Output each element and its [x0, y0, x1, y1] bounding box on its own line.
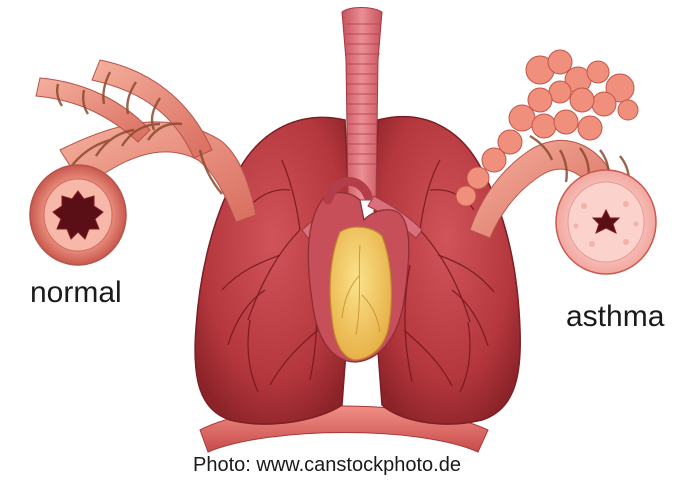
normal-label: normal — [30, 276, 122, 310]
asthma-label: asthma — [566, 300, 664, 334]
photo-credit: Photo: www.canstockphoto.de — [193, 454, 461, 477]
